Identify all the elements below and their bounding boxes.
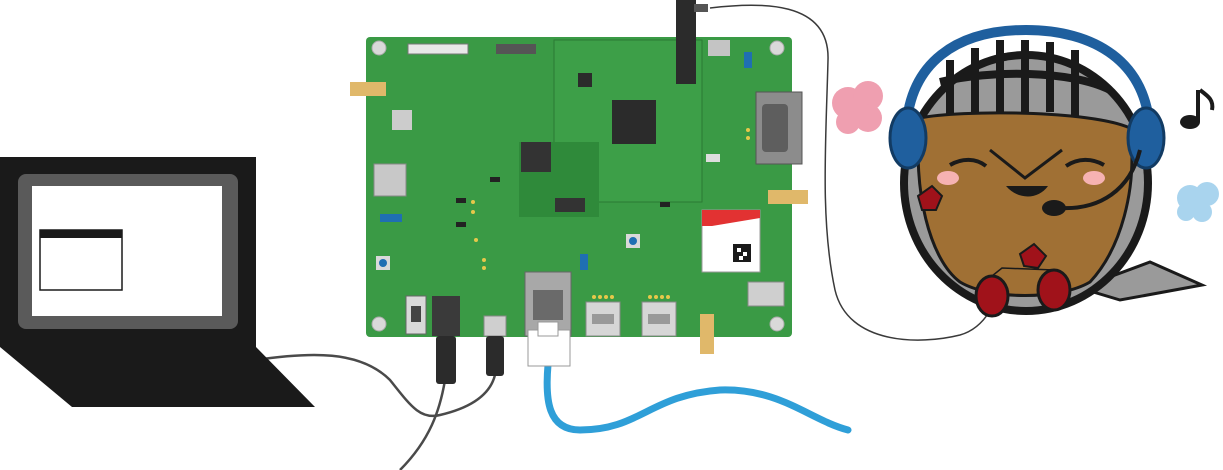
app-window-icon [39, 229, 123, 291]
mascot-foot-left [974, 274, 1010, 318]
headphone-left-cup [888, 106, 928, 170]
cables [254, 4, 1003, 470]
headphone-right-cup [1126, 106, 1166, 170]
blue-cloud-icon [1177, 182, 1219, 222]
sd-card-slot-icon [373, 163, 407, 197]
power-plug-icon [436, 336, 456, 384]
usb-device-port-icon [483, 315, 507, 337]
pink-cloud-icon [832, 81, 883, 134]
mascot-foot-right [1036, 268, 1072, 312]
armadillo-mascot-icon [888, 24, 1208, 318]
audio-cable-icon [709, 4, 1003, 341]
dip-switch-icon [380, 214, 402, 222]
laptop-icon [0, 157, 315, 407]
cable-plugs [436, 321, 571, 384]
usb-cable-icon [254, 353, 497, 418]
antenna-connector-icon [350, 82, 808, 354]
usb-plug-icon [486, 336, 504, 376]
music-note-icon [1180, 88, 1215, 129]
power-cable-icon [399, 379, 447, 470]
audio-jack-icon [676, 0, 696, 84]
cpu-chip-icon [612, 100, 656, 144]
ethernet-cable-icon [543, 361, 852, 434]
dc-jack-icon [432, 296, 460, 336]
circuit-board-icon [350, 0, 808, 354]
